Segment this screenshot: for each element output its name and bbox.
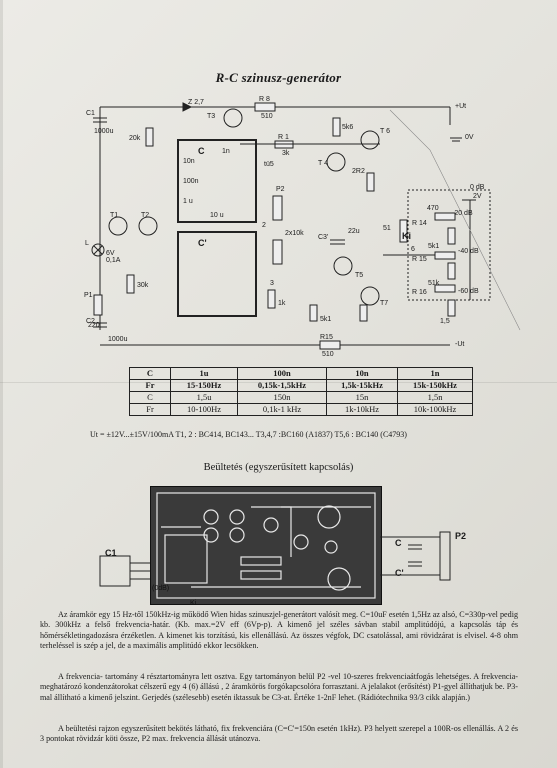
label-100n: 100n [183,178,199,185]
page-title: R-C szinusz-generátor [215,70,342,85]
pcb-drawing [156,492,376,599]
table-cell: 0,1k-1 kHz [237,403,327,416]
label-r1: R 1 [278,134,289,141]
label-p1: P1 [84,292,93,299]
label-lamp-value: 6V 0,1A [106,250,121,264]
label-t6: T 6 [380,128,390,135]
label-r1-value: 3k [282,150,290,157]
label-zero-volt: 0V [465,134,474,141]
paragraph-2: A frekvencia- tartomány 4 résztartományr… [40,672,518,702]
label-r15: R15 [320,334,333,341]
label-lamp: L [85,240,89,247]
label-t7: T7 [380,300,389,307]
label-minus-20db: -20 dB [452,210,473,217]
label-0db-volt: 2V [473,193,482,200]
label-node-6: 6 [411,246,415,253]
label-r510: 510 [322,351,334,358]
label-node-3: 3 [270,280,274,287]
label-p2-value: 2x10k [285,230,304,237]
label-p1-value: 220 [88,322,100,329]
label-5k1-att: 5k1 [428,243,440,250]
label-ki: Ki [402,231,411,241]
label-0db: 0 dB [470,184,485,191]
label-t3: T3 [207,113,216,120]
page-edge [0,0,3,768]
label-10n: 10n [183,158,195,165]
label-node-2: 2 [262,222,266,229]
label-p2: P2 [276,186,285,193]
label-30k: 30k [137,282,149,289]
pcb-layout-image [150,486,382,605]
label-r14: R 14 [412,220,427,227]
label-c3: C3' [318,234,329,241]
label-t5: T5 [355,272,364,279]
label-t1: T1 [110,212,119,219]
label-51: 51 [383,225,391,232]
label-1u: 1 u [183,198,193,205]
label-c-prime: C' [198,238,207,248]
paragraph-3: A beültetési rajzon egyszerűsített beköt… [40,724,518,744]
label-c3-value: 22u [348,228,360,235]
label-1k: 1k [278,300,286,307]
label-c1-value: 1000u [94,128,114,135]
label-470: 470 [427,205,439,212]
pcb-label-c: C [395,538,402,548]
label-1-5: 1,5 [440,318,450,325]
label-zener: Z 2,7 [188,99,204,106]
label-plus-ut: +Ut [455,103,467,110]
paragraph-1: Az áramkör egy 15 Hz-től 150kHz-ig működ… [40,610,518,650]
label-c1: C1 [86,110,95,117]
label-minus-40db: -40 dB [458,248,479,255]
label-minus-ut: -Ut [455,341,465,348]
label-2r2: 2R2 [352,168,365,175]
label-10u: 10 u [210,212,224,219]
label-r8: R 8 [259,96,270,103]
label-r8-value: 510 [261,113,273,120]
label-5k1: 5k1 [320,316,332,323]
label-t2: T2 [141,212,150,219]
pcb-label-c-prime: C' [395,568,404,578]
label-t4: T 4 [318,160,328,167]
pcb-label-ki: Ki [190,600,197,607]
pcb-label-p2: P2 [455,531,467,541]
label-tu5: tü5 [264,161,274,168]
label-c2: C2 [86,318,95,325]
label-r15-att: R 15 [412,256,427,263]
label-r16: R 16 [412,289,427,296]
label-51k: 51k [428,280,440,287]
label-20k: 20k [129,135,141,142]
label-minus-60db: -60 dB [458,288,479,295]
supply-and-transistor-line: Ut = ±12V...±15V/100mA T1, 2 : BC414, BC… [90,430,407,439]
label-1n: 1n [222,148,230,155]
table-cell: 10k-100kHz [397,403,473,416]
label-c: C [198,146,205,156]
label-5k6: 5k6 [342,124,354,131]
pcb-label-0db: (0dB) [152,585,170,592]
label-c2-value: 1000u [108,336,128,343]
pcb-label-p3: C1 [105,548,117,558]
section-title: Beültetés (egyszerűsített kapcsolás) [203,462,354,473]
